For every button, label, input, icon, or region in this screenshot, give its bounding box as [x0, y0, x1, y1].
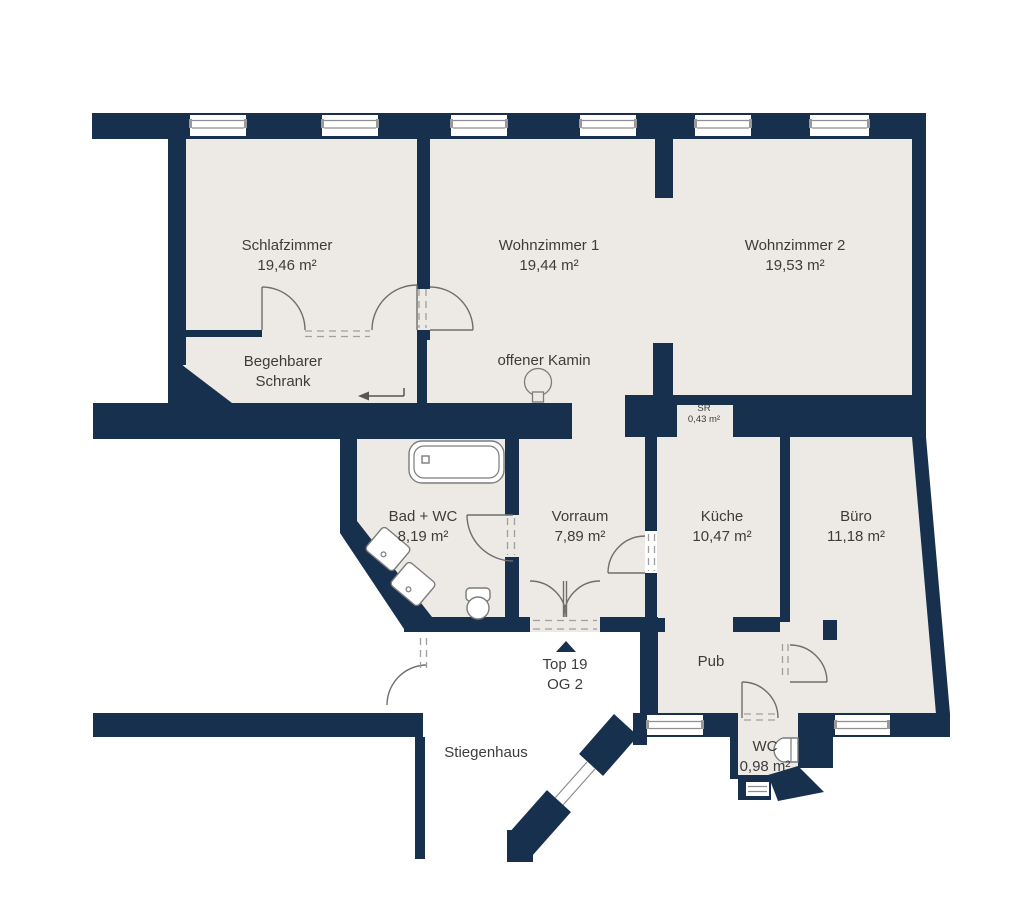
window	[646, 715, 704, 735]
entrance-unit: Top 19	[542, 656, 588, 673]
room-label-pub: Pub	[698, 652, 725, 672]
window	[189, 115, 247, 136]
room-label-sr: SR 0,43 m²	[688, 403, 720, 425]
entrance-double-door	[529, 580, 601, 618]
door-arc	[741, 681, 779, 719]
room-name: Vorraum	[551, 508, 609, 525]
fireplace-icon	[523, 367, 553, 403]
room-label-buero: Büro 11,18 m²	[827, 507, 885, 547]
room-label-wohnzimmer-1: Wohnzimmer 1 19,44 m²	[499, 236, 600, 276]
doors	[261, 284, 828, 721]
room-label-wc: WC 0,98 m²	[740, 737, 791, 777]
window	[809, 115, 870, 136]
annotation-text: offener Kamin	[497, 352, 591, 369]
room-name: Bad + WC	[388, 508, 458, 525]
room-label-vorraum: Vorraum 7,89 m²	[552, 507, 609, 547]
bathtub-icon	[408, 440, 505, 484]
room-name: SR	[697, 403, 711, 414]
room-label-bad-wc: Bad + WC 8,19 m²	[389, 507, 458, 547]
room-name: Wohnzimmer 1	[498, 237, 600, 254]
room-area: 11,18 m²	[826, 528, 886, 545]
room-name: WC	[752, 738, 778, 755]
floor-kueche	[657, 437, 790, 618]
room-name: Pub	[697, 653, 725, 670]
room-area: 19,46 m²	[257, 257, 317, 274]
room-name: Büro	[840, 508, 872, 525]
room-area: 0,43 m²	[687, 414, 721, 425]
window	[746, 782, 769, 796]
floor-buero	[790, 437, 937, 713]
floor-vorraum	[517, 437, 645, 632]
washbasin-icon	[390, 561, 436, 607]
direction-arrow-icon	[358, 388, 405, 401]
entrance-label: Top 19 OG 2	[542, 655, 587, 695]
door-arc	[371, 284, 418, 331]
room-area: 7,89 m²	[554, 528, 606, 545]
room-name: Küche	[700, 508, 744, 525]
room-area: 10,47 m²	[692, 528, 752, 545]
toilet-icon	[773, 737, 799, 763]
entrance-triangle-icon	[556, 641, 576, 652]
door-arc	[466, 514, 514, 562]
room-name: Begehbarer Schrank	[243, 353, 323, 390]
washbasin-icon	[365, 526, 411, 572]
entrance-floor: OG 2	[547, 676, 583, 693]
room-name: Wohnzimmer 2	[744, 237, 846, 254]
window	[834, 715, 890, 735]
fixtures	[358, 367, 799, 763]
room-name: Stiegenhaus	[444, 744, 528, 761]
room-area: 0,98 m²	[739, 758, 791, 775]
room-label-begehbarer-schrank: Begehbarer Schrank	[228, 352, 338, 392]
windows	[189, 115, 890, 812]
room-label-kueche: Küche 10,47 m²	[692, 507, 751, 547]
window	[547, 754, 603, 812]
room-area: 19,53 m²	[765, 257, 825, 274]
floor-passage	[572, 400, 625, 440]
room-area: 19,44 m²	[519, 257, 579, 274]
room-label-schlafzimmer: Schlafzimmer 19,46 m²	[242, 236, 333, 276]
room-area: 8,19 m²	[397, 528, 449, 545]
window	[579, 115, 637, 136]
door-arc	[386, 664, 428, 706]
door-arc	[607, 535, 646, 574]
window	[694, 115, 752, 136]
window	[321, 115, 379, 136]
toilet-icon	[465, 587, 491, 620]
door-arc	[261, 286, 306, 331]
floor-sr-niche	[677, 405, 733, 437]
door-arc	[789, 644, 828, 683]
room-name: Schlafzimmer	[241, 237, 333, 254]
room-label-wohnzimmer-2: Wohnzimmer 2 19,53 m²	[745, 236, 846, 276]
room-label-stiegenhaus: Stiegenhaus	[444, 743, 527, 763]
fireplace-label: offener Kamin	[497, 351, 590, 371]
door-arc	[429, 286, 474, 331]
window	[450, 115, 508, 136]
